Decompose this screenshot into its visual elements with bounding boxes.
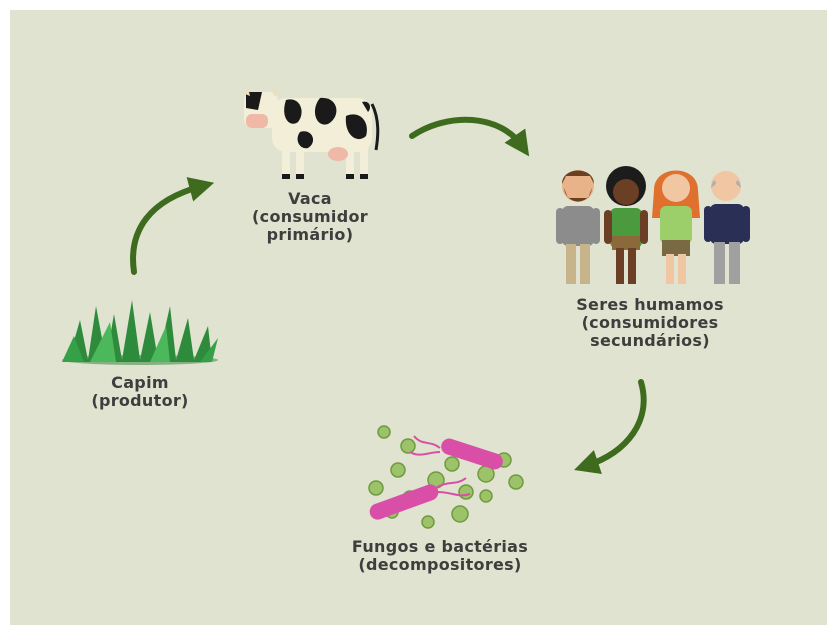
label-capim-name: Capim bbox=[111, 373, 169, 392]
arrow-capim-to-vaca bbox=[130, 177, 215, 275]
person-1-icon bbox=[556, 170, 600, 284]
person-2-icon bbox=[604, 166, 648, 284]
grass-icon bbox=[62, 300, 218, 365]
label-humanos-role-2: secundários) bbox=[590, 331, 710, 350]
people-icon bbox=[556, 166, 750, 284]
arrow-humanos-to-decompositores bbox=[574, 379, 647, 474]
person-4-icon bbox=[704, 171, 750, 284]
label-humanos: Seres humamos (consumidores secundários) bbox=[550, 296, 750, 350]
label-decompositores-role: (decompositores) bbox=[358, 555, 522, 574]
diagram-background bbox=[10, 10, 827, 625]
label-vaca-role-2: primário) bbox=[266, 225, 354, 244]
label-decompositores: Fungos e bactérias (decompositores) bbox=[330, 538, 550, 574]
cow-icon bbox=[240, 88, 380, 179]
arrow-vaca-to-humanos bbox=[409, 116, 530, 157]
label-decompositores-name: Fungos e bactérias bbox=[351, 537, 529, 556]
label-humanos-name: Seres humamos bbox=[576, 295, 724, 314]
label-vaca: Vaca (consumidor primário) bbox=[220, 190, 400, 244]
label-capim-role: (produtor) bbox=[91, 391, 189, 410]
label-vaca-role-1: (consumidor bbox=[252, 207, 368, 226]
bacteria-fungi-icon bbox=[368, 425, 524, 529]
label-capim: Capim (produtor) bbox=[60, 374, 220, 410]
person-3-icon bbox=[652, 170, 700, 284]
label-vaca-name: Vaca bbox=[288, 189, 332, 208]
label-humanos-role-1: (consumidores bbox=[581, 313, 719, 332]
